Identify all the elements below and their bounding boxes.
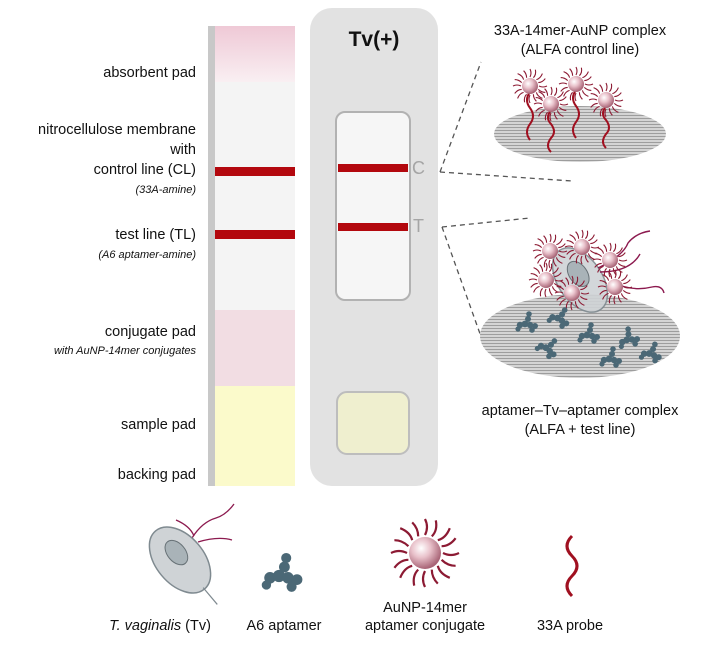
test-line-complex-illustration	[480, 229, 680, 378]
conjugate-pad-sub-label: with AuNP-14mer conjugates	[53, 345, 196, 357]
strip-control-line	[215, 167, 295, 176]
control-zoom-connector-top	[439, 61, 482, 173]
test-line-probe-label: (A6 aptamer-amine)	[98, 249, 196, 261]
tv-parasite-icon	[148, 503, 235, 605]
test-zoom-connector-bottom	[441, 226, 485, 346]
control-line-label: control line (CL)	[93, 162, 196, 178]
test-zoom-connector-top	[441, 217, 531, 228]
legend-tv-label: T. vaginalis (Tv)	[60, 618, 260, 635]
cassette-test-letter: T	[413, 216, 424, 236]
legend-probe-label: 33A probe	[536, 618, 604, 634]
test-complex-label-line1: aptamer–Tv–aptamer complex	[481, 403, 679, 419]
conjugate-pad-label: conjugate pad	[104, 324, 196, 340]
backing-pad-label: backing pad	[117, 467, 196, 483]
sample-pad-label: sample pad	[121, 417, 196, 433]
sample-pad-region	[215, 386, 295, 486]
control-line-complex-illustration	[494, 66, 666, 162]
cassette-sample-well	[336, 391, 410, 455]
test-line-label: test line (TL)	[115, 227, 196, 243]
control-zoom-connector-bottom	[439, 171, 573, 182]
strip-test-line	[215, 230, 295, 239]
nitro-label-line2: with	[170, 142, 196, 158]
cassette-test-line	[338, 223, 408, 231]
test-complex-label-line2: (ALFA + test line)	[524, 422, 636, 438]
a6-aptamer-icon	[261, 552, 303, 592]
cassette-control-line	[338, 164, 408, 172]
aunp-conjugate-icon	[389, 517, 461, 589]
control-complex-label-line2: (ALFA control line)	[520, 42, 640, 58]
absorbent-pad-label: absorbent pad	[103, 65, 196, 81]
absorbent-pad-region	[215, 26, 295, 82]
legend-a6-label: A6 aptamer	[246, 618, 322, 634]
legend-tv-suffix: (Tv)	[181, 618, 211, 634]
cassette-title: Tv(+)	[348, 28, 400, 51]
legend-tv-italic: T. vaginalis	[109, 618, 182, 634]
cassette-control-letter: C	[412, 158, 425, 178]
legend-aunp-label-line2: aptamer conjugate	[364, 618, 486, 634]
nitro-label-line1: nitrocellulose membrane	[38, 122, 196, 138]
control-complex-label-line1: 33A-14mer-AuNP complex	[493, 23, 667, 39]
probe-33a-icon	[565, 534, 579, 598]
conjugate-pad-region	[215, 310, 295, 386]
nitrocellulose-membrane-region	[215, 82, 295, 310]
control-line-probe-label: (33A-amine)	[135, 184, 196, 196]
legend-aunp-label-line1: AuNP-14mer	[383, 600, 467, 616]
backing-pad-strip	[208, 26, 215, 486]
cassette-result-window	[335, 111, 411, 301]
